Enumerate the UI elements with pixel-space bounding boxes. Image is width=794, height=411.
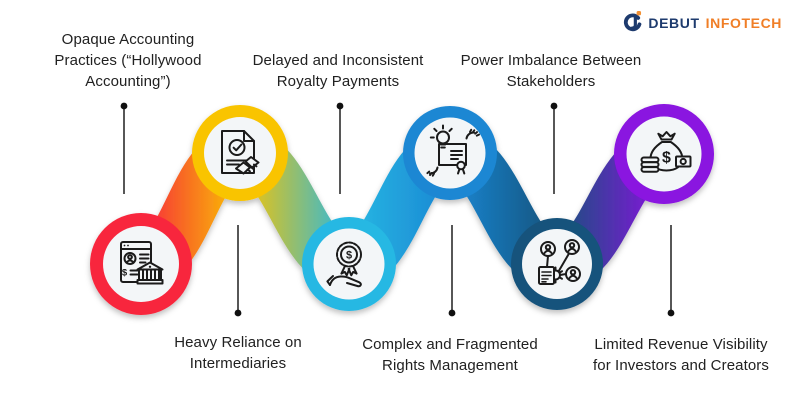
leader-line-1 <box>120 102 128 194</box>
label-line: Royalty Payments <box>276 73 400 90</box>
label-line: Delayed and Inconsistent <box>252 52 424 69</box>
leader-line-2 <box>234 225 242 317</box>
label-line: Opaque Accounting <box>61 31 195 48</box>
label-line: Heavy Reliance on <box>174 334 302 351</box>
step-label-heavy-reliance: Heavy Reliance on Intermediaries <box>138 332 338 374</box>
step-label-delayed-royalty: Delayed and Inconsistent Royalty Payment… <box>228 50 448 92</box>
label-line: Power Imbalance Between <box>460 52 642 69</box>
logo-word-debut: DEBUT <box>648 15 700 31</box>
financial-statement-bank-icon: $ <box>120 241 164 285</box>
label-line: Limited Revenue Visibility <box>594 336 768 353</box>
leader-line-3 <box>336 102 344 194</box>
logo-wordmark: DEBUT INFOTECH <box>648 15 782 31</box>
label-line: Intermediaries <box>189 355 287 372</box>
logo-word-infotech: INFOTECH <box>705 15 782 31</box>
leader-dot <box>667 309 675 317</box>
node-5-disc <box>522 229 592 299</box>
step-label-complex-rights: Complex and Fragmented Rights Management <box>340 334 560 376</box>
stakeholder-network-icon <box>538 239 581 285</box>
svg-text:$: $ <box>122 268 128 279</box>
leader-line-5 <box>550 102 558 194</box>
label-line: Rights Management <box>382 357 518 374</box>
label-line: Stakeholders <box>506 73 596 90</box>
leader-dot <box>120 102 128 110</box>
label-line: for Investors and Creators <box>592 357 769 374</box>
node-3-disc <box>313 228 385 300</box>
leader-dot <box>448 309 456 317</box>
contract-checkmark-handshake-icon <box>221 130 260 175</box>
label-line: Accounting”) <box>85 73 171 90</box>
leader-line-6 <box>667 225 675 317</box>
step-label-power-imbalance: Power Imbalance Between Stakeholders <box>441 50 661 92</box>
leader-dot <box>336 102 344 110</box>
svg-text:$: $ <box>346 250 352 262</box>
svg-text:$: $ <box>662 150 671 167</box>
debut-infotech-logo: DEBUT INFOTECH <box>623 10 782 36</box>
leader-lines <box>120 102 675 317</box>
label-line: Practices (“Hollywood <box>54 52 202 69</box>
hand-dollar-badge-icon: $ <box>326 241 362 288</box>
idea-certificate-hands-icon <box>426 124 480 177</box>
step-label-limited-visibility: Limited Revenue Visibility for Investors… <box>571 334 791 376</box>
label-line: Complex and Fragmented <box>362 336 538 353</box>
debut-infotech-monogram-icon <box>624 10 642 32</box>
leader-dot <box>234 309 242 317</box>
leader-line-4 <box>448 225 456 317</box>
step-label-opaque-accounting: Opaque Accounting Practices (“Hollywood … <box>28 29 228 92</box>
leader-dot <box>550 102 558 110</box>
money-bag-coins-icon: $ <box>640 131 692 173</box>
